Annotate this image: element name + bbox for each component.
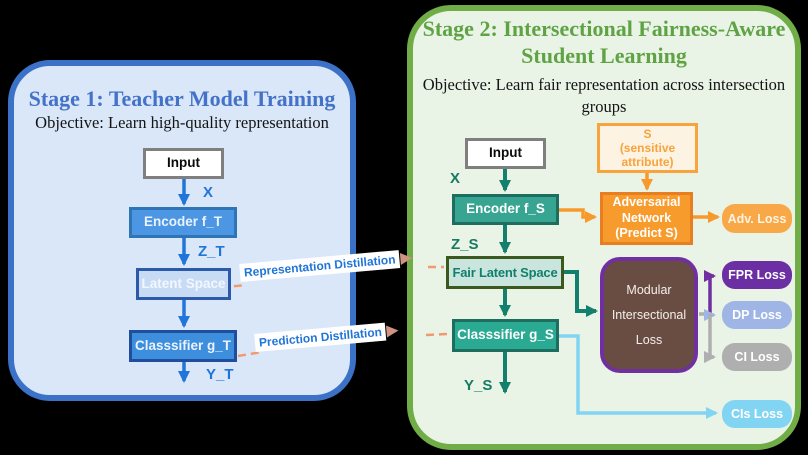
node-input-student-label: Input (489, 145, 522, 161)
stage2-title-line2: Student Learning (521, 43, 687, 68)
node-classifier-teacher-label: Classsifier g_T (134, 337, 232, 353)
loss-badge-fpr-label: FPR Loss (728, 268, 786, 282)
adversarial-line3: (Predict S) (615, 226, 678, 241)
node-fair-latent-space: Fair Latent Space (446, 256, 564, 289)
arrowhead-icon (386, 324, 400, 338)
loss-badge-adv-label: Adv. Loss (727, 211, 787, 226)
node-encoder-teacher: Encoder f_T (129, 207, 237, 238)
loss-badge-ci: CI Loss (722, 343, 792, 371)
edge-label-y-teacher: Y_T (206, 366, 234, 383)
loss-badge-cis: CIs Loss (722, 400, 792, 428)
loss-badge-cis-label: CIs Loss (730, 407, 784, 421)
modular-line1: Modular (626, 282, 672, 297)
stage2-title-line1: Stage 2: Intersectional Fairness-Aware (422, 16, 786, 41)
node-modular-intersectional-loss: Modular Intersectional Loss (600, 257, 698, 373)
adversarial-line2: Network (621, 210, 672, 225)
node-fair-latent-space-label: Fair Latent Space (452, 264, 558, 280)
node-input-teacher: Input (143, 148, 224, 179)
node-encoder-student-label: Encoder f_S (466, 201, 545, 217)
node-latent-space-label: Latent Space (141, 275, 226, 291)
edge-label-y-student: Y_S (464, 377, 493, 394)
modular-line2: Intersectional (611, 307, 687, 322)
sensitive-line3: attribute) (621, 155, 674, 170)
sensitive-line2: (sensitive (619, 140, 676, 155)
node-latent-space: Latent Space (136, 268, 231, 300)
node-encoder-teacher-label: Encoder f_T (143, 214, 222, 230)
loss-badge-dp: DP Loss (722, 301, 792, 329)
stage2-objective-line1: Objective: Learn fair representation acr… (422, 75, 786, 94)
node-sensitive-attribute: S (sensitive attribute) (597, 123, 698, 173)
node-classifier-student: Classsifier g_S (452, 319, 559, 352)
node-adversarial-network: Adversarial Network (Predict S) (600, 192, 693, 245)
loss-badge-ci-label: CI Loss (734, 350, 780, 364)
edge-label-z-student: Z_S (451, 236, 479, 253)
edge-label-z-teacher: Z_T (198, 243, 225, 260)
node-classifier-teacher: Classsifier g_T (129, 330, 237, 362)
loss-badge-dp-label: DP Loss (732, 308, 782, 322)
stage1-objective: Objective: Learn high-quality representa… (35, 113, 329, 132)
edge-label-x-student: X (450, 170, 461, 187)
modular-line3: Loss (635, 332, 663, 347)
loss-badge-adv: Adv. Loss (722, 204, 792, 233)
arrowhead-icon (399, 251, 413, 265)
sensitive-line1: S (643, 126, 652, 141)
loss-badge-fpr: FPR Loss (722, 261, 792, 289)
adversarial-line1: Adversarial (612, 194, 681, 209)
node-encoder-student: Encoder f_S (452, 194, 559, 225)
stage1-title: Stage 1: Teacher Model Training (28, 86, 336, 111)
node-classifier-student-label: Classsifier g_S (457, 327, 554, 343)
node-input-teacher-label: Input (167, 155, 200, 171)
edge-label-x-teacher: X (203, 184, 214, 201)
stage2-objective-line2: groups (581, 97, 627, 116)
node-input-student: Input (465, 138, 546, 169)
